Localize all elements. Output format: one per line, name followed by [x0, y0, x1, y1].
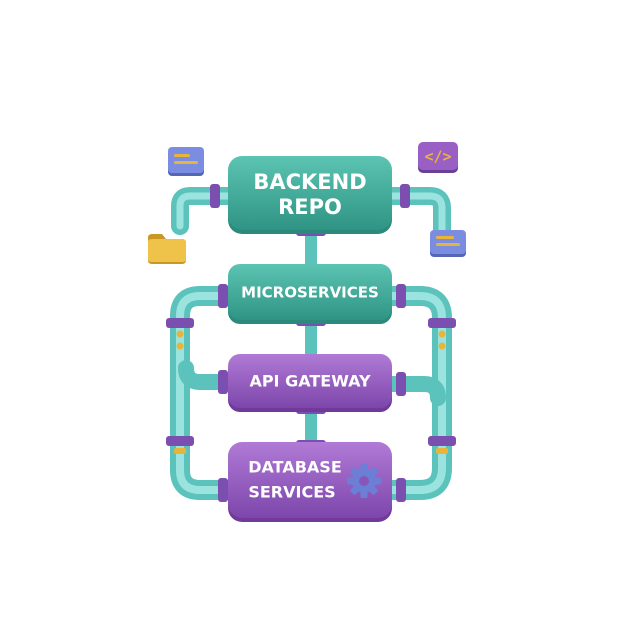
- connector: [218, 284, 228, 308]
- box-label: SERVICES: [248, 483, 335, 502]
- box-label: MICROSERVICES: [241, 284, 379, 302]
- connector: [396, 478, 406, 502]
- pipe-left-api: [178, 360, 240, 390]
- connector: [218, 370, 228, 394]
- connector: [400, 184, 410, 208]
- box-label: REPO: [278, 195, 342, 219]
- connector: [166, 318, 194, 328]
- box-label: DATABASE: [248, 458, 342, 477]
- box-backend-repo: BACKEND REPO: [228, 156, 392, 234]
- folder-icon: [148, 234, 186, 264]
- connector: [428, 318, 456, 328]
- box-microservices: MICROSERVICES: [228, 264, 392, 324]
- pipe-backend-left: [171, 187, 241, 235]
- pipe-right-api: [384, 376, 446, 406]
- connector: [218, 478, 228, 502]
- connector: [428, 436, 456, 446]
- pipe-dots: [174, 330, 448, 454]
- box-api-gateway: API GATEWAY: [228, 354, 392, 412]
- document-card-icon: [168, 147, 204, 176]
- code-tag-text: </>: [424, 148, 451, 166]
- connector: [210, 184, 220, 208]
- box-label: API GATEWAY: [249, 372, 371, 391]
- pipes: [170, 187, 452, 500]
- document-card-icon: [430, 230, 466, 257]
- box-label: BACKEND: [253, 170, 366, 194]
- box-database-services: DATABASE SERVICES: [228, 442, 392, 522]
- code-tag-icon: </>: [418, 142, 458, 173]
- connector: [396, 372, 406, 396]
- pipe-backend-right: [383, 187, 451, 241]
- gear-icon: [347, 464, 381, 498]
- connector: [166, 436, 194, 446]
- connector: [396, 284, 406, 308]
